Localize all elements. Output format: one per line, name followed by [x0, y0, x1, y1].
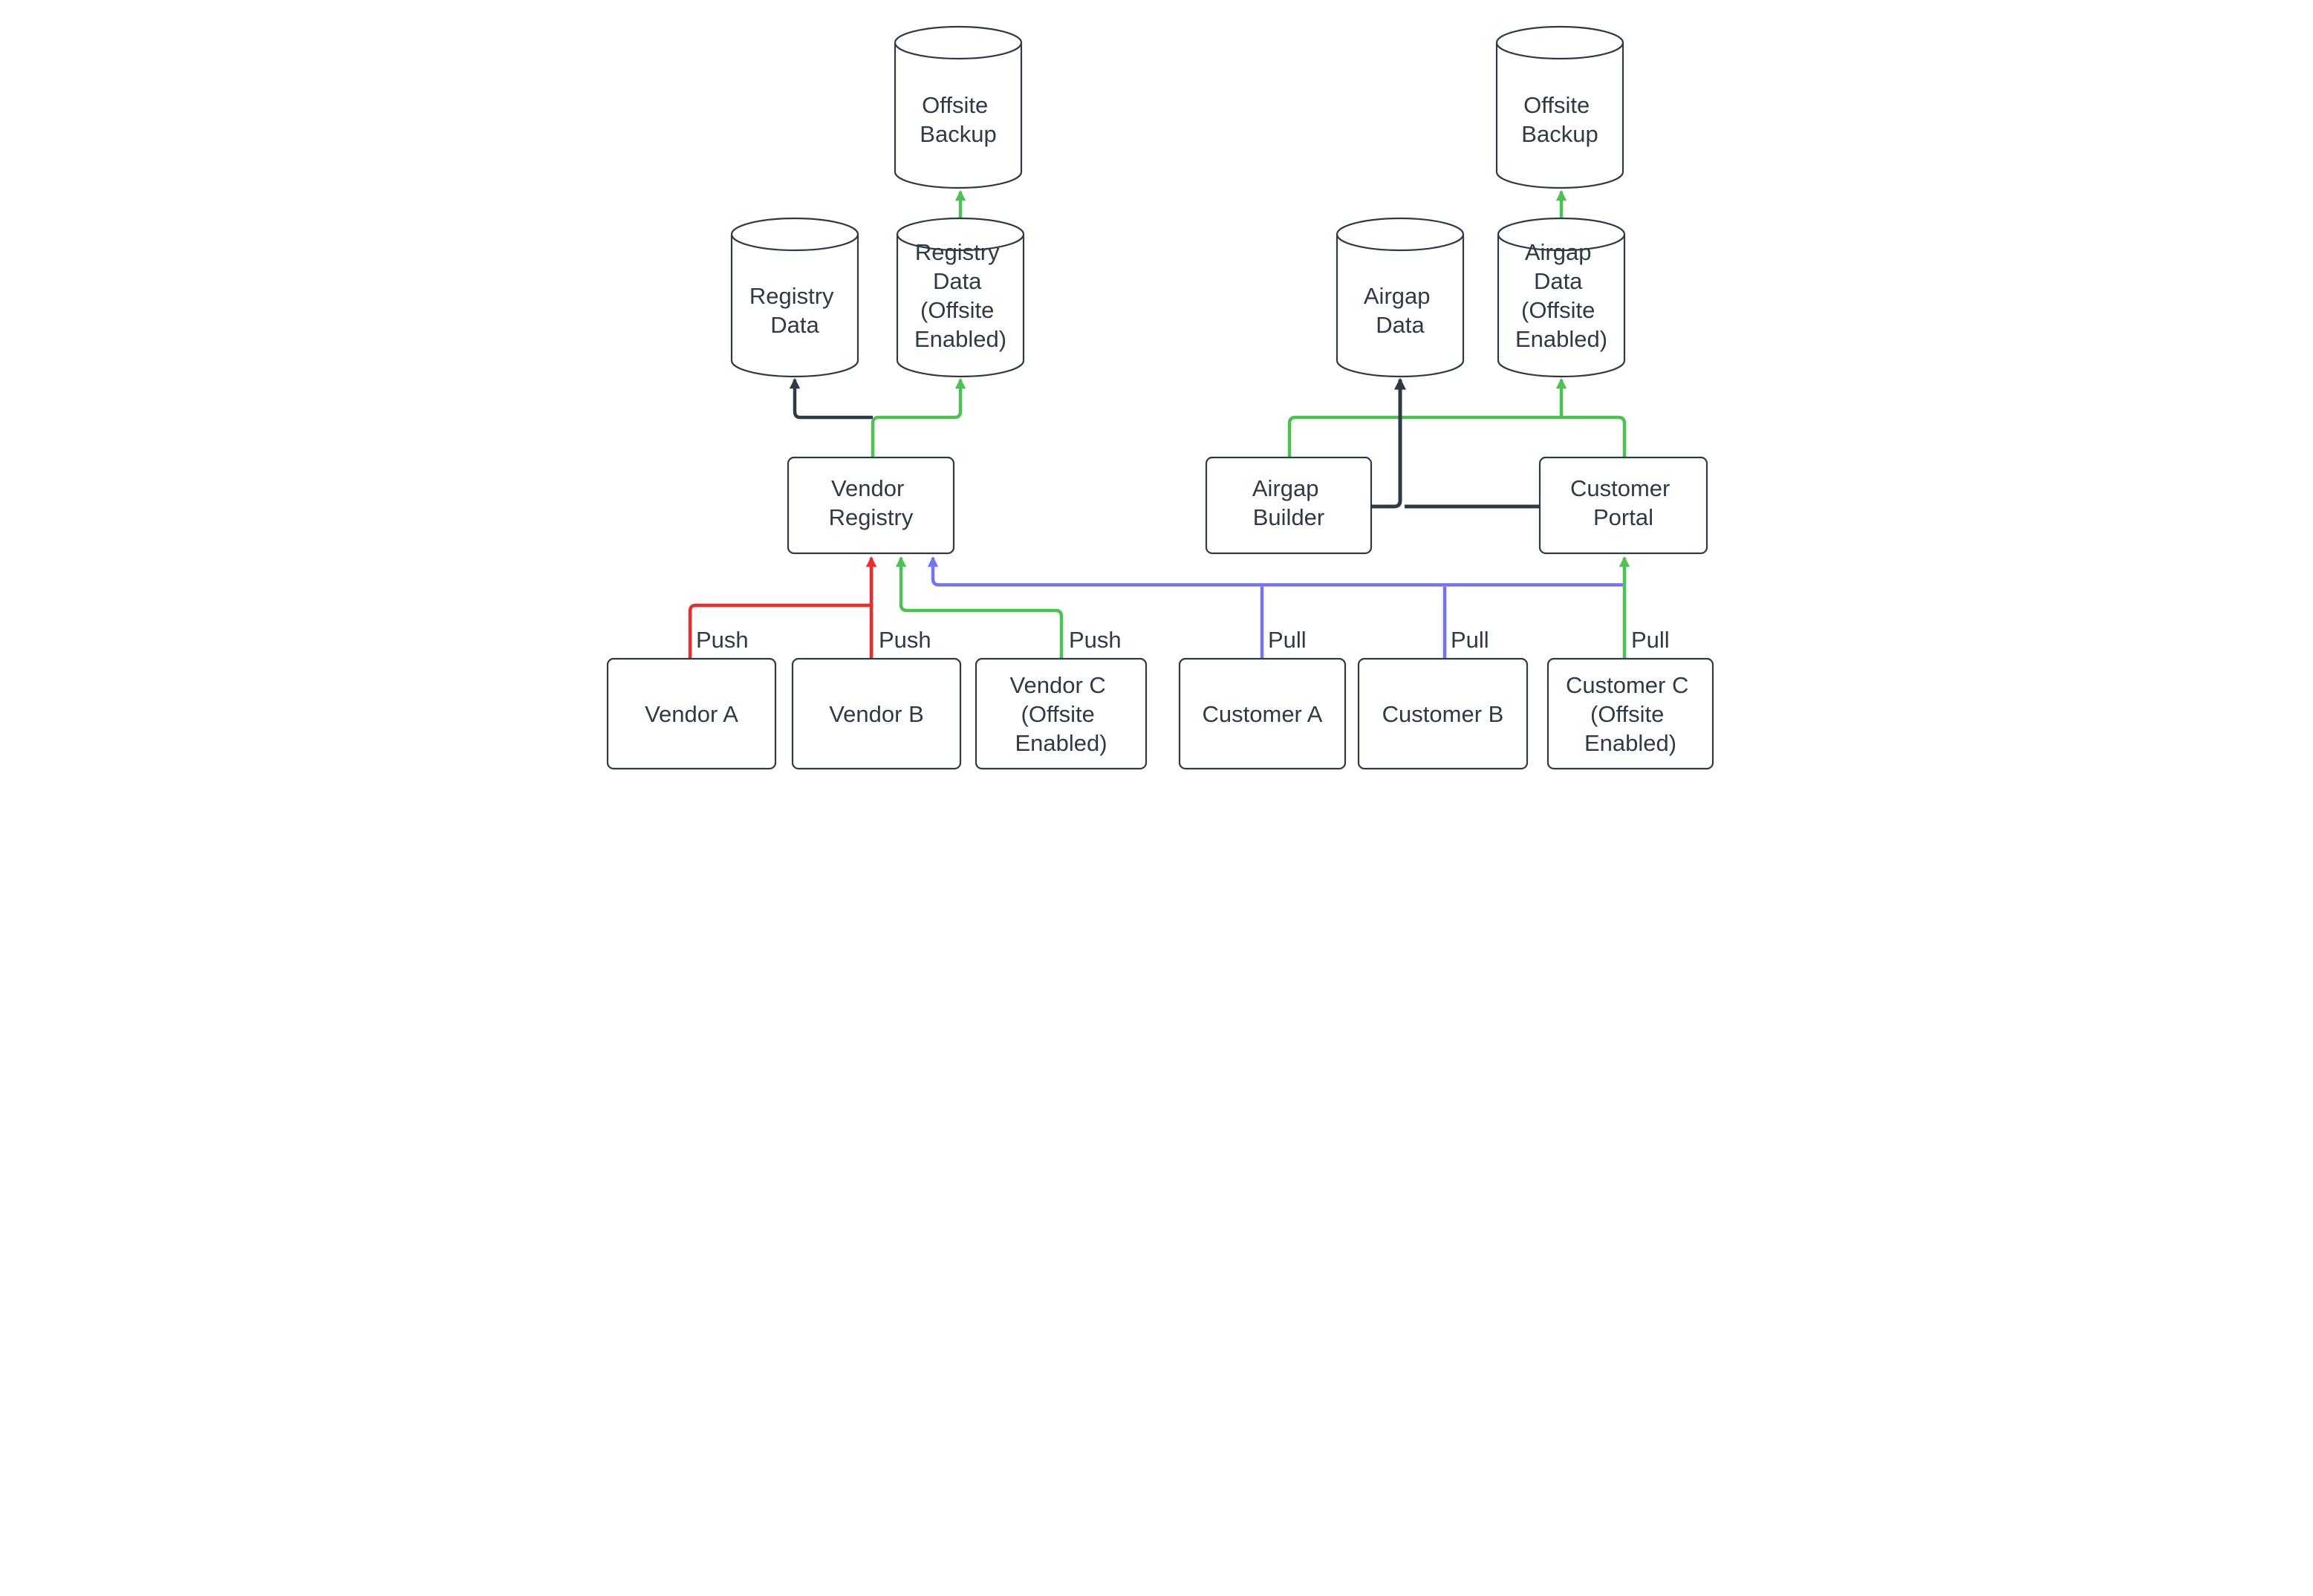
- edge-label-push-vendor-b: Push: [879, 627, 931, 653]
- svg-text:Offsite Backup: Offsite Backup: [1521, 92, 1598, 147]
- svg-text:Offsite Backup: Offsite Backup: [920, 92, 996, 147]
- svg-text:Registry Data: Registry Data (Offsite Enabled): [914, 239, 1006, 352]
- node-registry-data: Registry Data: [730, 217, 859, 378]
- node-airgap-data: Airgap Data: [1336, 217, 1464, 378]
- node-registry-data-offsite: Registry Data (Offsite Enabled): [896, 217, 1024, 378]
- node-airgap-data-offsite: Airgap Data (Offsite Enabled): [1497, 217, 1625, 378]
- cylinder-top-icon: [894, 25, 1022, 60]
- svg-text:Airgap Data (O: Airgap Data (Offsite Enabled): [1515, 239, 1607, 352]
- edge-label-push-vendor-a: Push: [696, 627, 749, 653]
- node-airgap-builder: Airgap Builder: [1205, 456, 1372, 555]
- edge-vendor-c-push: [895, 556, 1063, 659]
- edge-vendor-registry-to-registry-data: [789, 377, 873, 420]
- cylinder-top-icon: [1495, 25, 1624, 60]
- svg-text:Customer B: Customer B: [1382, 701, 1503, 727]
- node-vendor-c: Vendor C (Offsite Enabled): [975, 657, 1147, 770]
- cylinder-top-icon: [1336, 217, 1464, 252]
- svg-text:Vendor A: Vendor A: [645, 701, 738, 727]
- edge-airgap-builder-to-airgap-data: [1370, 377, 1406, 509]
- svg-text:Customer C (Offsite: Customer C (Offsite Enabled): [1566, 672, 1695, 756]
- node-offsite-backup-left: Offsite Backup: [894, 25, 1022, 189]
- diagram-stage: Push Push Push Pull Pull Pull Offsite Ba…: [578, 0, 1735, 798]
- cylinder-nodes: Offsite Backup Offsite Backup Registry D…: [730, 25, 1625, 378]
- edge-label-pull-customer-c: Pull: [1631, 627, 1670, 653]
- process-nodes: Vendor Registry Airgap Builder Customer …: [606, 456, 1714, 770]
- edge-vendor-registry-to-registry-data-offsite: [871, 377, 966, 458]
- node-customer-a: Customer A: [1178, 657, 1346, 770]
- node-vendor-b: Vendor B: [791, 657, 961, 770]
- cylinder-top-icon: [1497, 217, 1625, 252]
- node-customer-portal: Customer Portal: [1538, 456, 1708, 555]
- svg-text:Registry Data: Registry Data: [749, 283, 839, 338]
- svg-text:Airgap Data: Airgap Data: [1363, 283, 1436, 338]
- edge-vendor-a-push: [688, 603, 870, 659]
- node-customer-b: Customer B: [1357, 657, 1528, 770]
- svg-text:Customer A: Customer A: [1202, 701, 1322, 727]
- edge-label-push-vendor-c: Push: [1069, 627, 1122, 653]
- edge-labels: Push Push Push Pull Pull Pull: [696, 627, 1670, 653]
- svg-text:Vendor Registry: Vendor Registry: [828, 475, 913, 530]
- node-offsite-backup-right: Offsite Backup: [1495, 25, 1624, 189]
- node-customer-c: Customer C (Offsite Enabled): [1546, 657, 1714, 770]
- svg-text:Airgap Builder: Airgap Builder: [1252, 475, 1324, 530]
- edge-label-pull-customer-b: Pull: [1451, 627, 1489, 653]
- svg-text:Vendor C (Offsite: Vendor C (Offsite Enabled): [1009, 672, 1112, 756]
- node-vendor-a: Vendor A: [606, 657, 776, 770]
- architecture-diagram: Push Push Push Pull Pull Pull Offsite Ba…: [578, 0, 1735, 798]
- edges: [688, 189, 1630, 659]
- cylinder-top-icon: [896, 217, 1024, 252]
- cylinder-top-icon: [730, 217, 859, 252]
- svg-text:Vendor B: Vendor B: [829, 701, 924, 727]
- edge-customers-to-vendor-registry: [927, 556, 1624, 587]
- svg-text:Customer Portal: Customer Portal: [1570, 475, 1676, 530]
- edge-label-pull-customer-a: Pull: [1268, 627, 1307, 653]
- node-vendor-registry: Vendor Registry: [787, 456, 954, 555]
- edge-customer-portal-to-airgap-builder: [1287, 415, 1626, 458]
